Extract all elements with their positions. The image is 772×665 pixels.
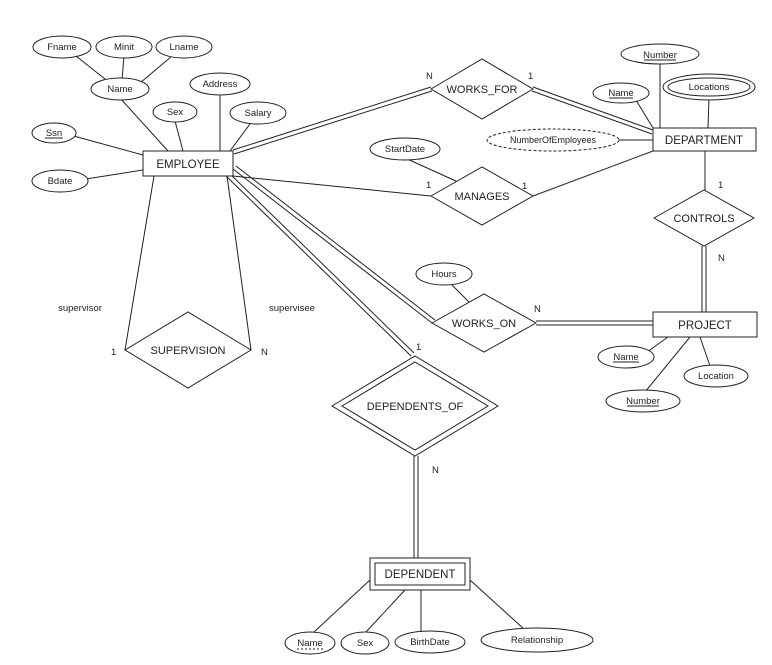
attribute-address[interactable]: Address	[189, 72, 251, 96]
attribute-number-of-employees-derived[interactable]: NumberOfEmployees	[486, 128, 620, 152]
attribute-salary[interactable]: Salary	[229, 101, 287, 125]
cardinality-dependents-of-employee: 1	[416, 342, 421, 353]
attribute-employee-name[interactable]: Name	[90, 77, 150, 101]
attribute-ssn-key[interactable]: Ssn	[31, 122, 77, 144]
attribute-project-location-label: Location	[698, 371, 734, 382]
relationship-supervision[interactable]: SUPERVISION	[124, 311, 252, 389]
entity-department-label: DEPARTMENT	[665, 135, 743, 147]
attribute-employee-sex-label: Sex	[167, 107, 184, 118]
attribute-relationship[interactable]: Relationship	[480, 627, 594, 653]
cardinality-works-for-department: 1	[528, 71, 533, 82]
attribute-ssn-label: Ssn	[46, 128, 62, 139]
cardinality-supervision-supervisee: N	[261, 347, 268, 358]
attribute-minit-label: Minit	[114, 42, 134, 53]
cardinality-works-for-employee: N	[426, 71, 433, 82]
attribute-dependent-name-partial-key[interactable]: Name	[284, 631, 336, 655]
attribute-locations-label: Locations	[689, 82, 730, 93]
attribute-birth-date-label: BirthDate	[410, 637, 450, 648]
attribute-address-label: Address	[203, 79, 238, 90]
relationship-controls-label: CONTROLS	[673, 213, 734, 225]
cardinality-labels: N 1 1 1 1 N N 1 N 1 N	[111, 71, 725, 476]
entity-project-label: PROJECT	[678, 320, 732, 332]
attribute-number-of-employees-label: NumberOfEmployees	[510, 135, 597, 145]
cardinality-dependents-of-dependent: N	[432, 465, 439, 476]
entity-project[interactable]: PROJECT	[652, 311, 758, 338]
attribute-lname[interactable]: Lname	[155, 35, 213, 59]
attribute-project-location[interactable]: Location	[683, 364, 749, 388]
attribute-bdate-label: Bdate	[48, 176, 73, 187]
entity-department[interactable]: DEPARTMENT	[652, 127, 757, 152]
attribute-dependent-sex-label: Sex	[357, 638, 374, 649]
identifying-relationship-dependents-of[interactable]: DEPENDENTS_OF	[331, 355, 499, 457]
entity-employee-label: EMPLOYEE	[156, 159, 220, 171]
attribute-dependent-sex[interactable]: Sex	[340, 631, 390, 655]
attribute-department-number-label: Number	[643, 50, 677, 61]
weak-entity-dependent[interactable]: DEPENDENT	[369, 557, 471, 591]
relationship-works-for-label: WORKS_FOR	[447, 84, 518, 96]
attribute-relationship-label: Relationship	[511, 635, 563, 646]
relationship-controls[interactable]: CONTROLS	[652, 189, 756, 247]
attribute-project-number-key[interactable]: Number	[605, 389, 681, 413]
relationship-manages[interactable]: MANAGES	[429, 166, 535, 226]
attribute-start-date[interactable]: StartDate	[369, 137, 441, 161]
relationship-works-for[interactable]: WORKS_FOR	[430, 58, 534, 120]
cardinality-manages-employee: 1	[426, 180, 431, 191]
relationship-works-on[interactable]: WORKS_ON	[430, 293, 538, 353]
relationship-manages-label: MANAGES	[454, 191, 509, 203]
relationship-works-on-label: WORKS_ON	[452, 318, 516, 330]
role-supervisor-label: supervisor	[58, 303, 102, 314]
attribute-dependent-name-label: Name	[297, 638, 322, 649]
attribute-minit[interactable]: Minit	[95, 35, 153, 59]
identifying-relationship-dependents-of-label: DEPENDENTS_OF	[367, 401, 464, 413]
cardinality-supervision-supervisor: 1	[111, 347, 116, 358]
attribute-start-date-label: StartDate	[385, 144, 425, 155]
attribute-project-number-label: Number	[626, 396, 660, 407]
relationship-supervision-label: SUPERVISION	[151, 345, 226, 357]
attribute-employee-sex[interactable]: Sex	[152, 101, 198, 123]
attribute-department-name-label: Name	[608, 88, 633, 99]
attribute-hours[interactable]: Hours	[415, 262, 473, 286]
role-supervisee-label: supervisee	[269, 303, 315, 314]
entity-employee[interactable]: EMPLOYEE	[142, 150, 234, 177]
attribute-bdate[interactable]: Bdate	[31, 169, 89, 193]
attribute-fname-label: Fname	[47, 42, 77, 53]
attribute-salary-label: Salary	[245, 108, 272, 119]
attribute-fname[interactable]: Fname	[32, 35, 92, 59]
cardinality-controls-department: 1	[718, 180, 723, 191]
cardinality-manages-department: 1	[522, 181, 527, 192]
connector-lines	[69, 55, 711, 634]
attribute-employee-name-label: Name	[107, 84, 132, 95]
attribute-department-name-key[interactable]: Name	[592, 82, 650, 104]
attribute-project-name-key[interactable]: Name	[597, 345, 655, 369]
cardinality-works-on-project: N	[534, 304, 541, 315]
attribute-hours-label: Hours	[431, 269, 457, 280]
attribute-locations-multivalued[interactable]: Locations	[662, 73, 756, 101]
attribute-project-name-label: Name	[613, 352, 638, 363]
attribute-lname-label: Lname	[169, 42, 198, 53]
attribute-department-number-key[interactable]: Number	[620, 43, 700, 65]
weak-entity-dependent-label: DEPENDENT	[385, 569, 456, 581]
cardinality-controls-project: N	[718, 253, 725, 264]
double-lines	[225, 86, 707, 558]
attribute-birth-date[interactable]: BirthDate	[394, 630, 466, 654]
